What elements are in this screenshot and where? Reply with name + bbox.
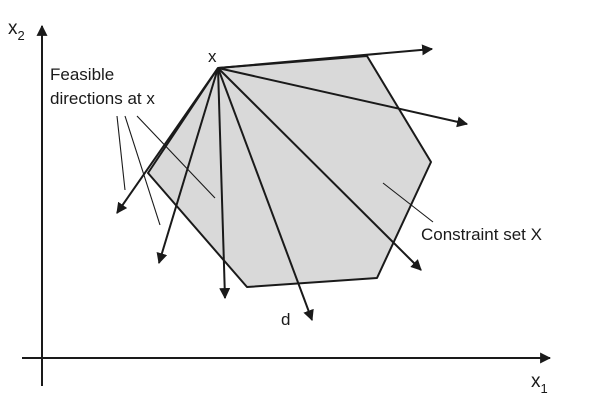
x-axis-label: x1 [531,371,548,396]
direction-arrow-d [217,67,314,322]
axes [22,24,552,386]
point-x-label: x [208,47,217,66]
direction-d-label: d [281,310,290,329]
direction-arrows [116,44,469,322]
direction-arrow [217,67,231,300]
feasible-directions-label-line1: Feasible [50,65,114,84]
direction-arrow [116,67,219,214]
leader-line [124,115,161,226]
y-axis-label: x2 [8,18,25,43]
constraint-set-label: Constraint set X [421,225,542,244]
direction-arrow [217,44,434,69]
leader-line [382,182,434,223]
leader-lines [116,115,434,226]
direction-arrow [156,67,219,265]
leader-line [136,115,216,199]
direction-arrow [217,67,422,271]
feasible-directions-label-line2: directions at x [50,89,155,108]
leader-line [116,115,126,191]
direction-arrow [217,67,469,128]
